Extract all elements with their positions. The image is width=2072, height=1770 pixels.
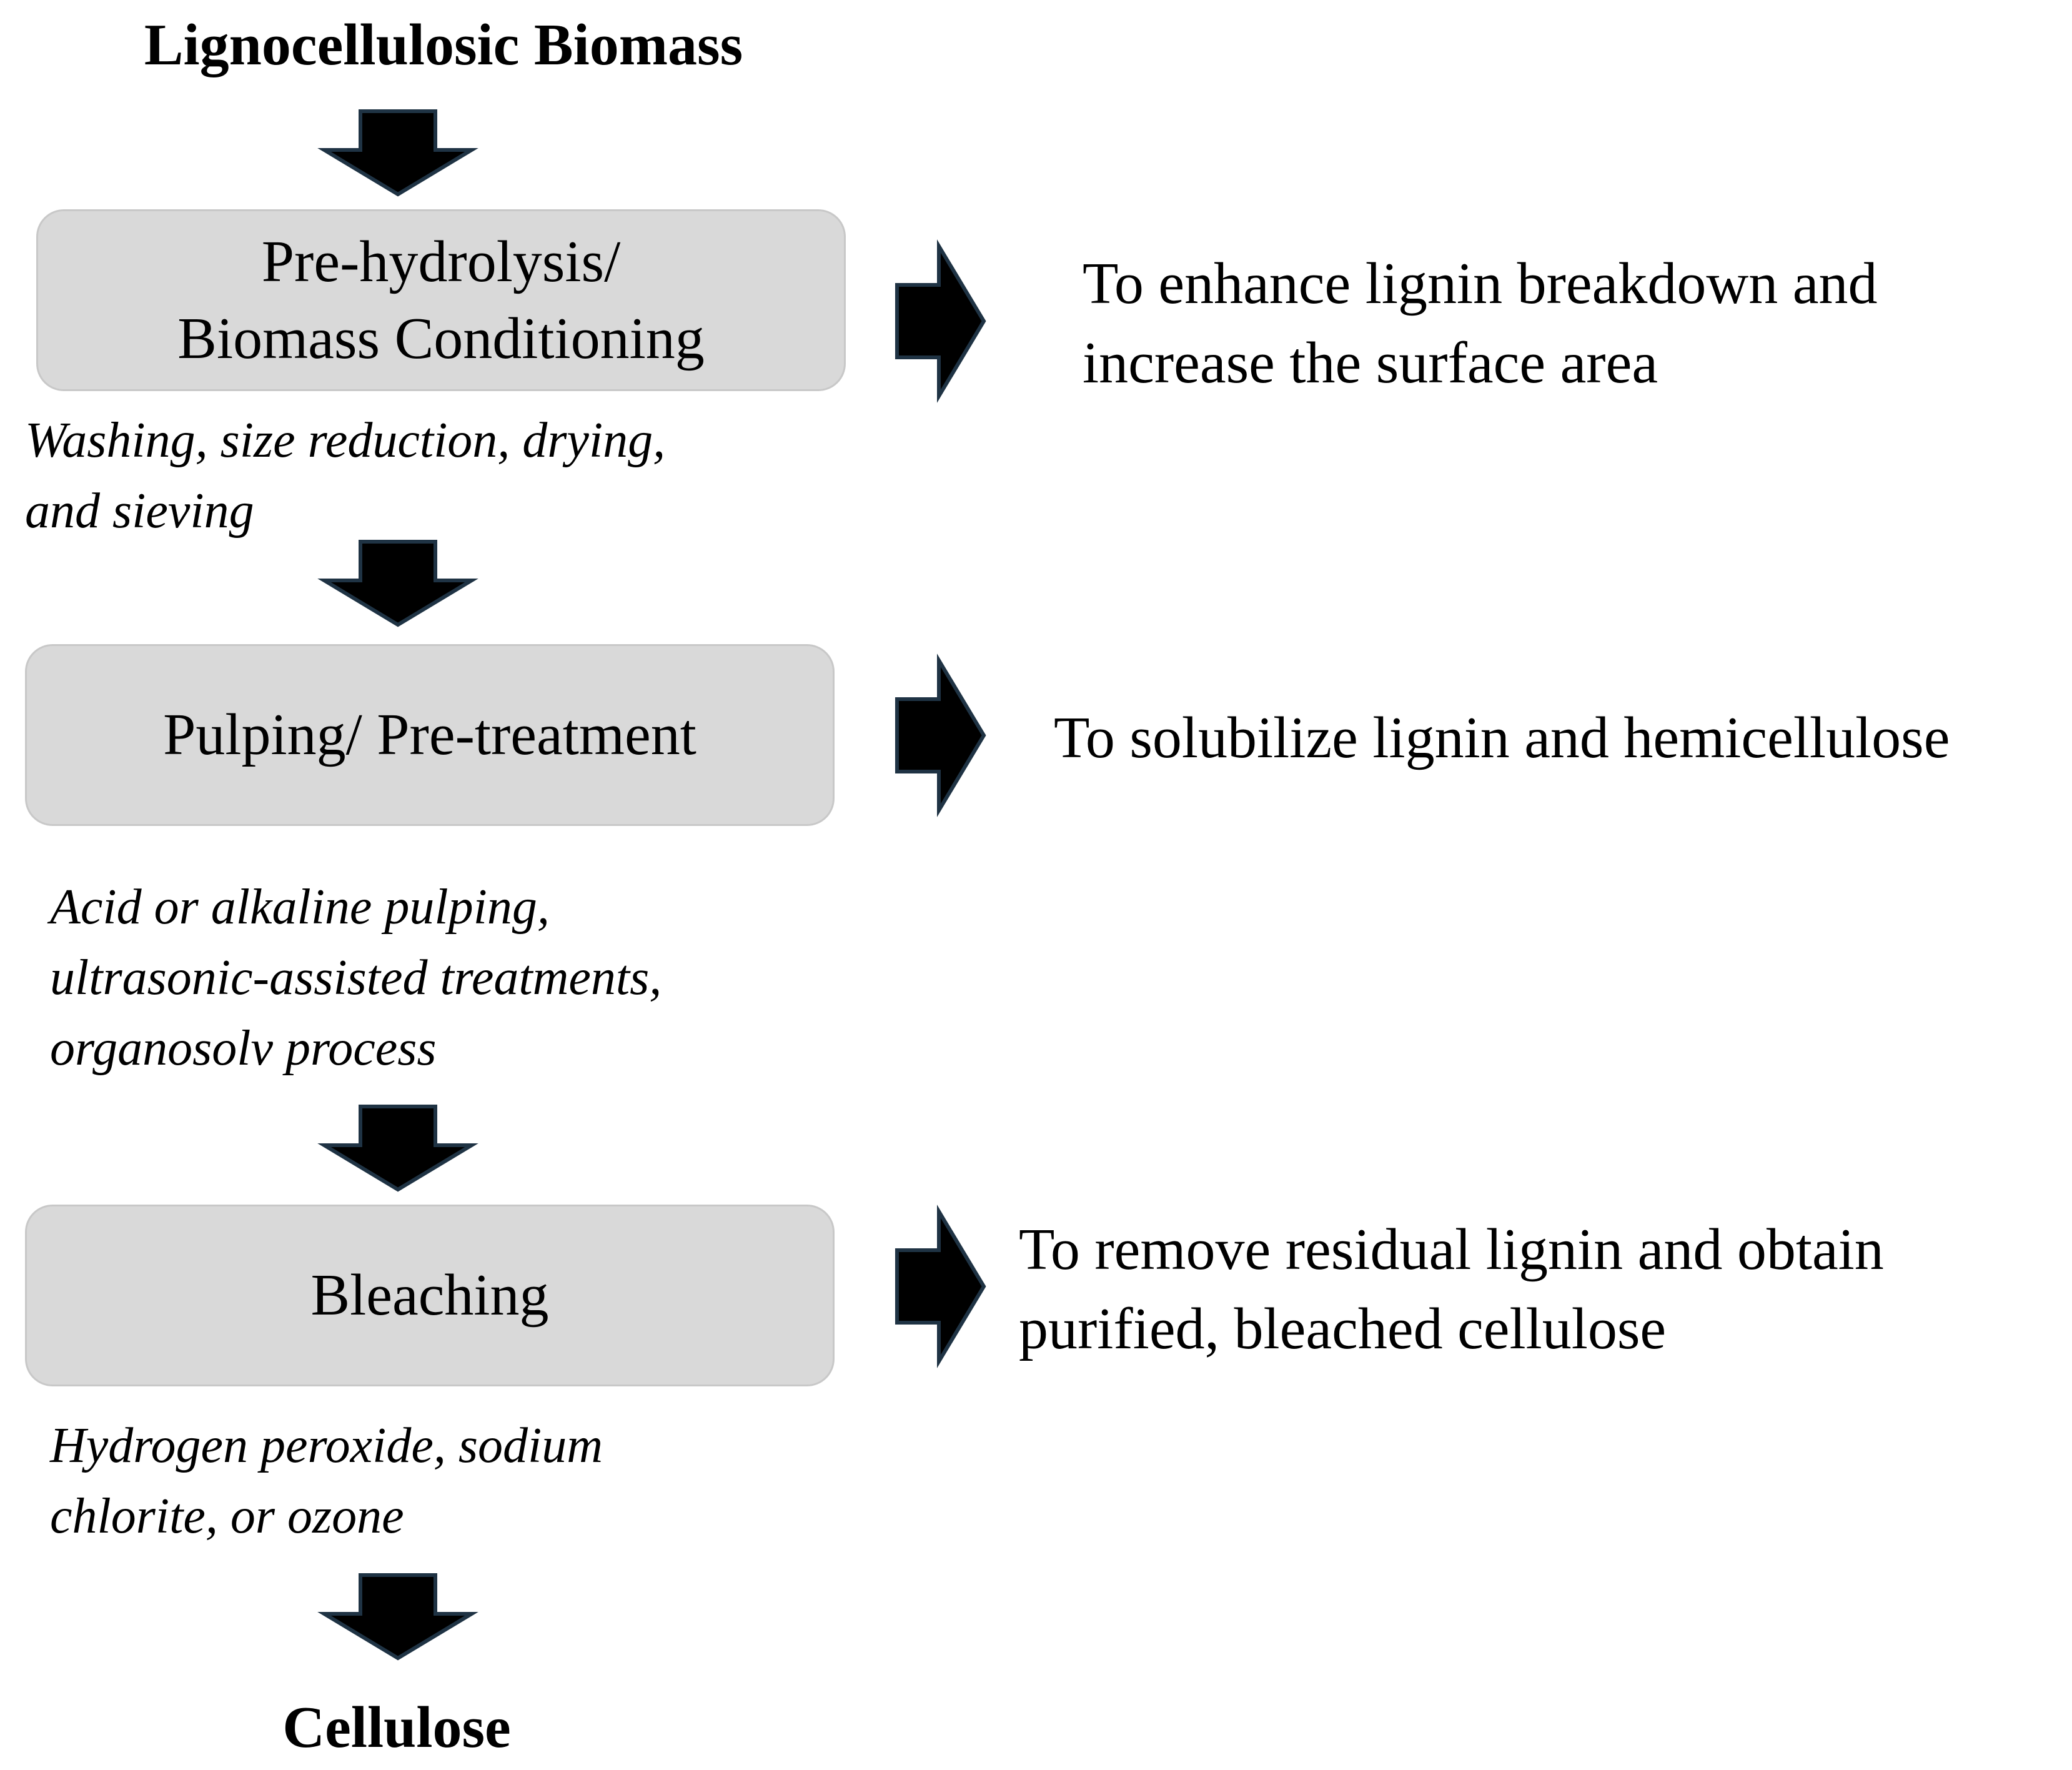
output-label: Cellulose <box>282 1695 511 1760</box>
method-line: ultrasonic-assisted treatments, <box>50 950 662 1005</box>
step-title-line: Biomass Conditioning <box>177 306 705 371</box>
input-label: Lignocellulosic Biomass <box>144 12 743 77</box>
method-text: Washing, size reduction, drying, and sie… <box>25 405 665 547</box>
step-title: Pulping/ Pre-treatment <box>163 697 696 773</box>
right-arrow-icon <box>895 239 986 403</box>
down-arrow-icon <box>317 1105 478 1192</box>
right-arrow-icon <box>895 1205 986 1368</box>
method-text: Hydrogen peroxide, sodium chlorite, or o… <box>50 1411 603 1552</box>
method-line: Acid or alkaline pulping, <box>50 880 550 935</box>
purpose-text: To remove residual lignin and obtain pur… <box>1019 1210 1884 1369</box>
step-title-line: Pulping/ Pre-treatment <box>163 702 696 768</box>
method-line: Washing, size reduction, drying, <box>25 413 666 468</box>
step-title: Bleaching <box>310 1257 548 1333</box>
step-box-pre-hydrolysis: Pre-hydrolysis/ Biomass Conditioning <box>36 209 846 391</box>
purpose-text: To solubilize lignin and hemicellulose <box>1054 699 1950 778</box>
step-box-bleaching: Bleaching <box>25 1205 835 1386</box>
purpose-line: purified, bleached cellulose <box>1019 1296 1667 1361</box>
purpose-text: To enhance lignin breakdown and increase… <box>1083 244 1877 403</box>
step-title: Pre-hydrolysis/ Biomass Conditioning <box>177 224 704 376</box>
step-box-pulping: Pulping/ Pre-treatment <box>25 644 835 826</box>
method-line: and sieving <box>25 484 254 539</box>
down-arrow-icon <box>317 540 478 627</box>
method-line: organosolv process <box>50 1021 437 1076</box>
step-title-line: Bleaching <box>310 1263 549 1328</box>
down-arrow-icon <box>317 1573 478 1661</box>
right-arrow-icon <box>895 654 986 817</box>
purpose-line: To solubilize lignin and hemicellulose <box>1054 705 1950 770</box>
method-text: Acid or alkaline pulping, ultrasonic-ass… <box>50 872 662 1084</box>
down-arrow-icon <box>317 109 478 197</box>
purpose-line: To enhance lignin breakdown and <box>1083 251 1878 316</box>
step-title-line: Pre-hydrolysis/ <box>261 229 621 295</box>
purpose-line: To remove residual lignin and obtain <box>1019 1217 1884 1282</box>
purpose-line: increase the surface area <box>1083 331 1658 395</box>
method-line: Hydrogen peroxide, sodium <box>50 1418 603 1473</box>
method-line: chlorite, or ozone <box>50 1489 404 1544</box>
